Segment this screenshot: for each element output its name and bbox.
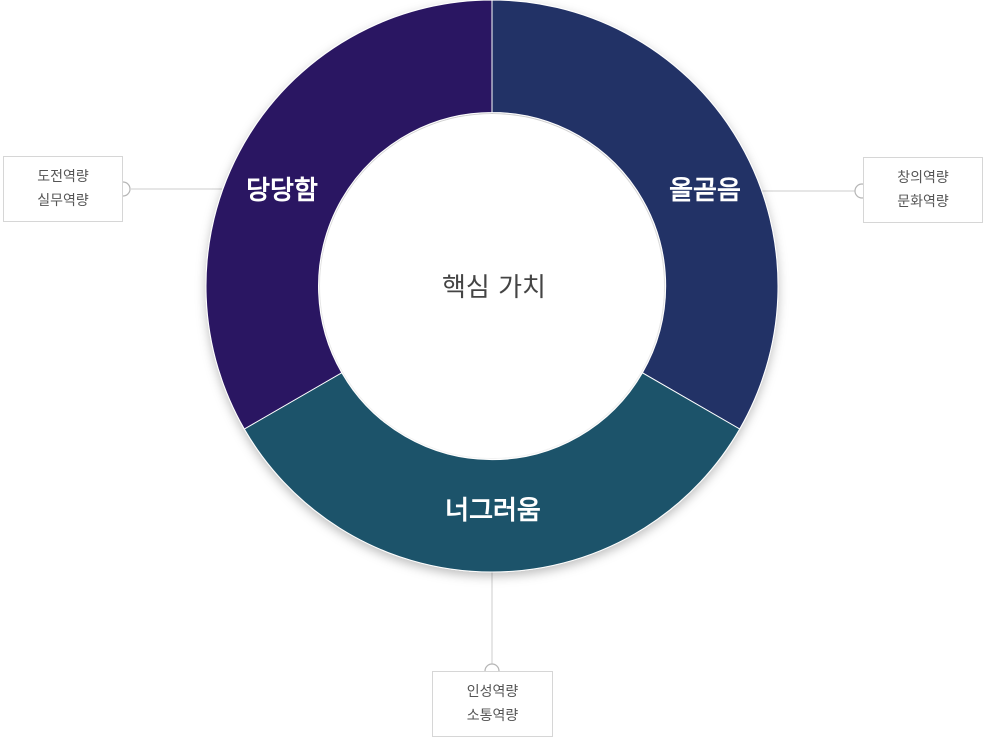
callout-bottom-line2: 소통역량 — [466, 708, 519, 724]
callout-box-bottom: 인성역량 소통역량 — [432, 671, 553, 737]
callout-right-line1: 창의역량 — [897, 170, 949, 186]
segment-label-confidence: 당당함 — [246, 176, 318, 206]
callout-left-line2: 실무역량 — [37, 193, 89, 209]
segment-upright — [491, 0, 779, 430]
callout-box-right: 창의역량 문화역량 — [863, 157, 983, 223]
callout-right-line2: 문화역량 — [897, 194, 949, 210]
segment-label-generosity: 너그러움 — [445, 496, 541, 526]
callout-left-line1: 도전역량 — [37, 169, 89, 185]
segment-confidence — [205, 0, 493, 430]
segment-label-upright: 올곧음 — [669, 176, 741, 206]
callout-bottom-line1: 인성역량 — [466, 684, 519, 700]
callout-box-left: 도전역량 실무역량 — [3, 156, 123, 222]
center-label: 핵심 가치 — [442, 273, 546, 303]
segment-generosity — [243, 372, 741, 573]
donut-hole — [320, 114, 664, 458]
